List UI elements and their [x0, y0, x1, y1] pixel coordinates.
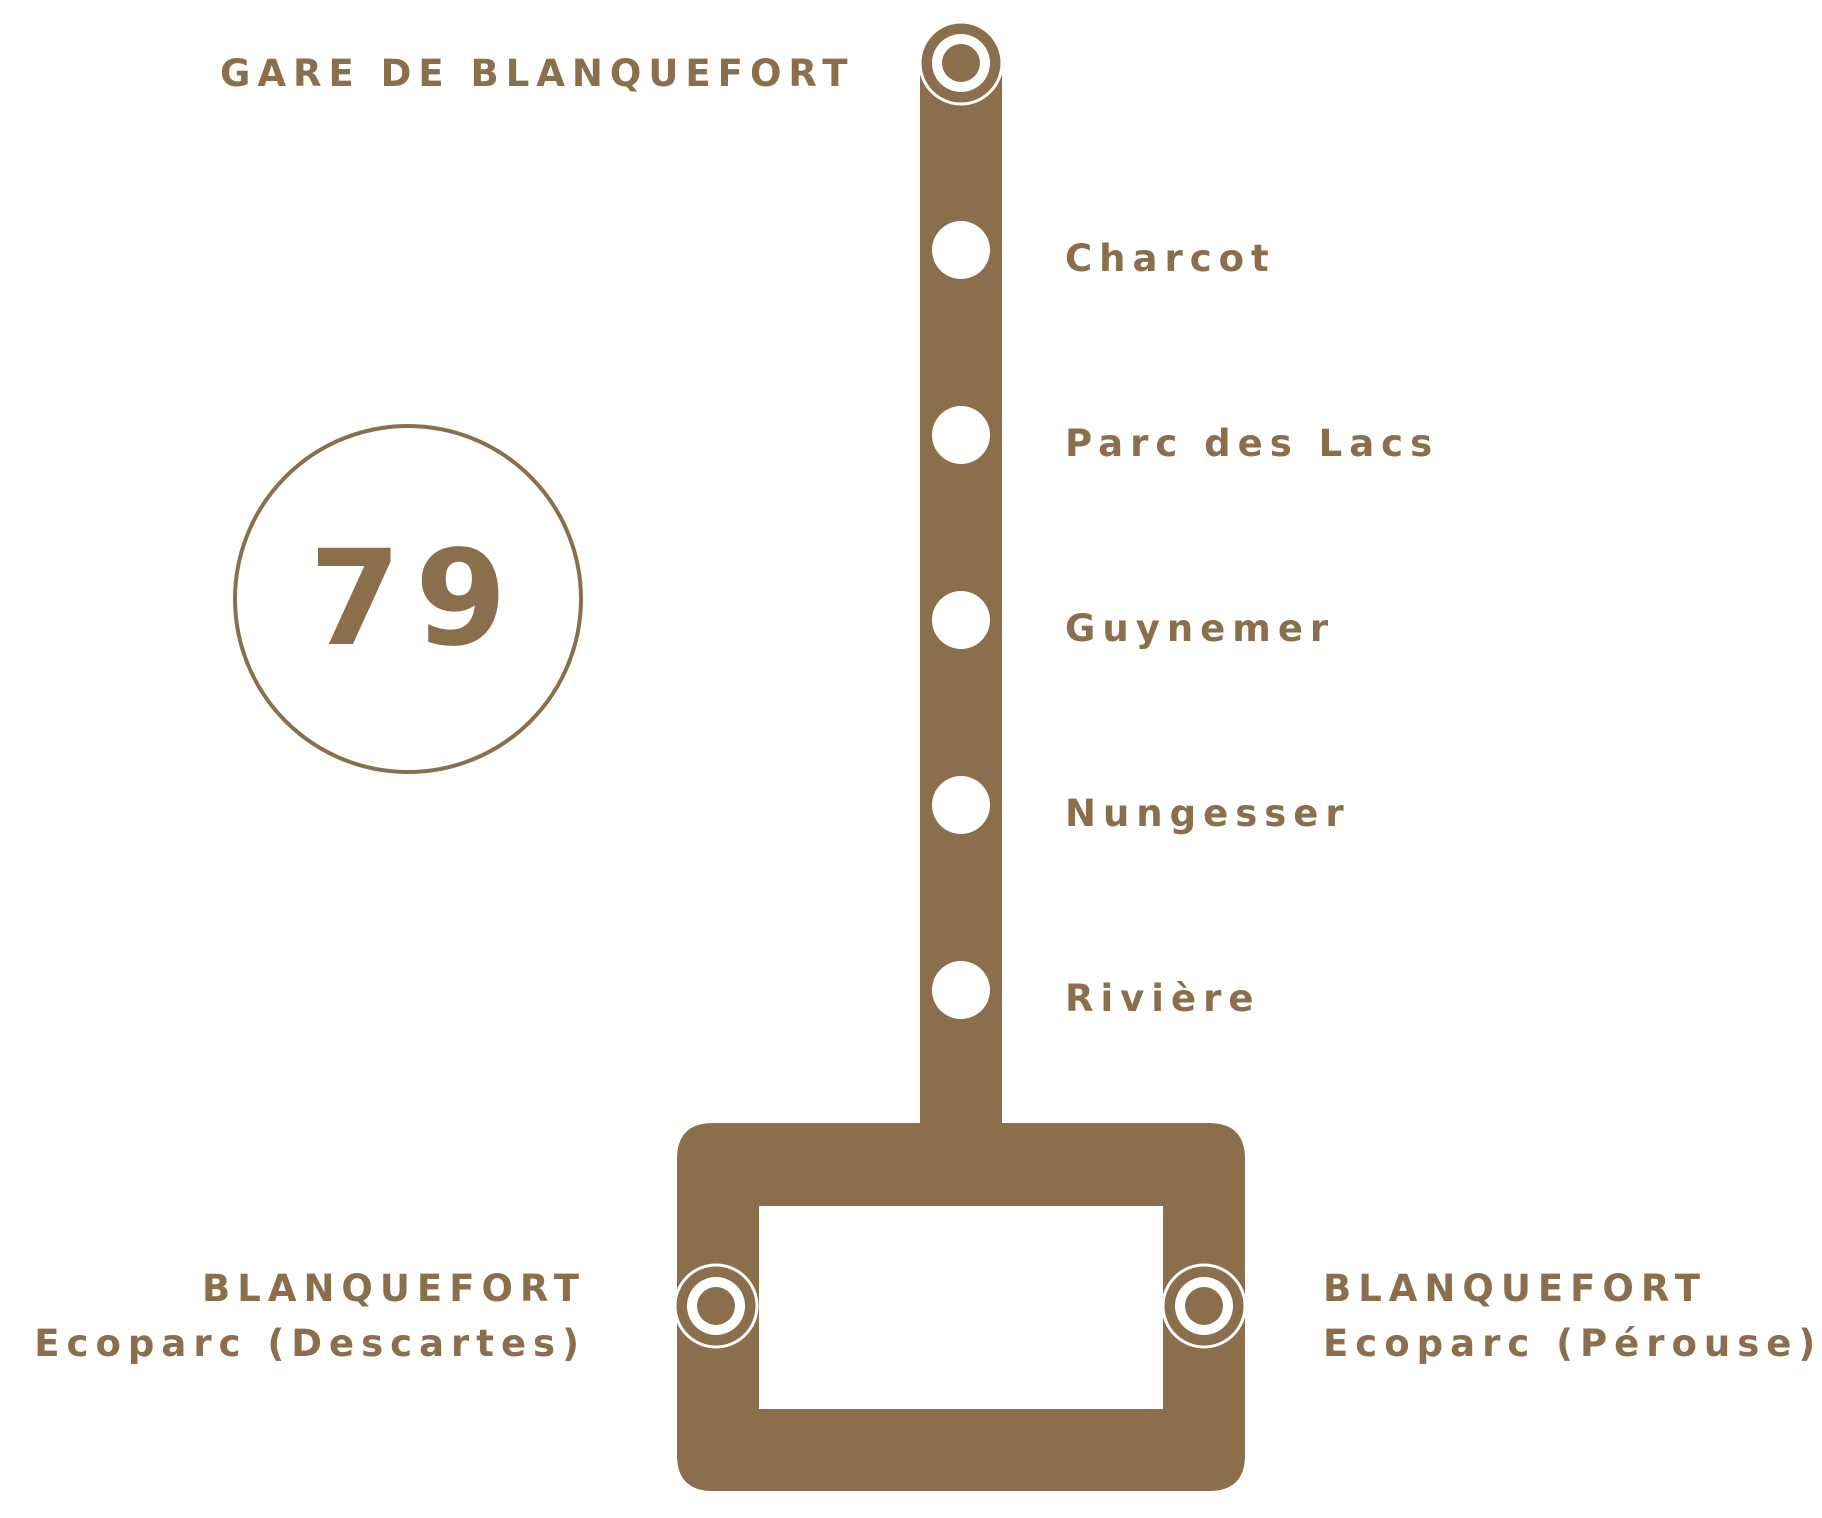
terminus-marker-top	[918, 20, 1004, 106]
terminus-marker-left	[673, 1263, 759, 1349]
stop-marker-nungesser	[932, 776, 990, 834]
route-number-badge: 79	[233, 424, 583, 774]
terminus-marker-right	[1161, 1263, 1247, 1349]
terminus-right-sublabel: Ecoparc (Pérouse)	[1323, 1322, 1822, 1365]
stop-label-guynemer: Guynemer	[1065, 607, 1336, 650]
terminus-left-label: BLANQUEFORT	[202, 1267, 586, 1310]
stop-label-riviere: Rivière	[1065, 977, 1261, 1020]
stop-marker-guynemer	[932, 591, 990, 649]
stop-marker-charcot	[932, 221, 990, 279]
route-loop	[677, 1123, 1245, 1491]
terminus-left-sublabel: Ecoparc (Descartes)	[34, 1322, 586, 1365]
terminus-top-label: GARE DE BLANQUEFORT	[220, 52, 855, 95]
stop-label-nungesser: Nungesser	[1065, 792, 1351, 835]
stop-marker-parc-des-lacs	[932, 406, 990, 464]
terminus-right-label: BLANQUEFORT	[1323, 1267, 1707, 1310]
stop-marker-riviere	[932, 961, 990, 1019]
stop-label-charcot: Charcot	[1065, 237, 1276, 280]
route-number: 79	[309, 522, 521, 676]
stop-label-parc-des-lacs: Parc des Lacs	[1065, 422, 1440, 465]
